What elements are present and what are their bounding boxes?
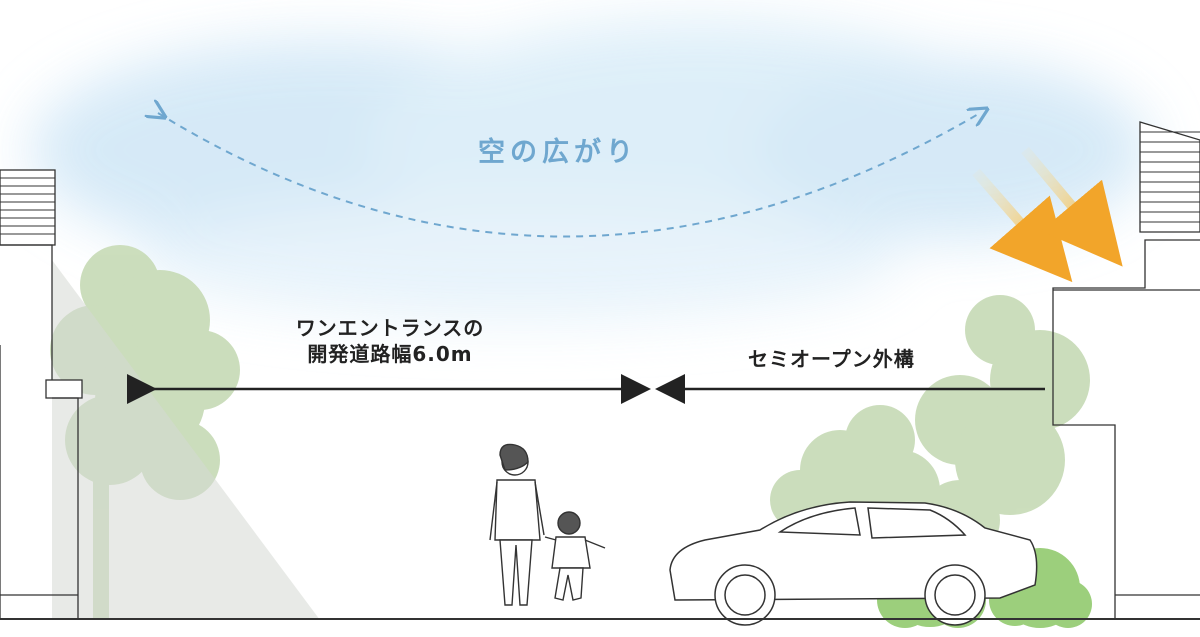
sky-label: 空の広がり [478, 137, 638, 168]
mother-figure [489, 443, 545, 606]
tree-right [770, 295, 1090, 560]
child-figure [544, 511, 606, 601]
sky-arc-arrow-icon [158, 113, 980, 238]
road-width-label: ワンエントランスの 開発道路幅6.0m [255, 315, 525, 367]
road-label-line1: ワンエントランスの [295, 316, 485, 340]
sky [30, 20, 1150, 320]
house-left [0, 169, 83, 618]
house-right [1052, 121, 1200, 618]
car [669, 501, 1038, 626]
fence-label: セミオープン外構 [748, 347, 915, 371]
sun-ray-arrow-icon [972, 146, 1123, 283]
house-shadow [52, 260, 320, 620]
road-label-line2: 開発道路幅6.0m [307, 342, 473, 366]
